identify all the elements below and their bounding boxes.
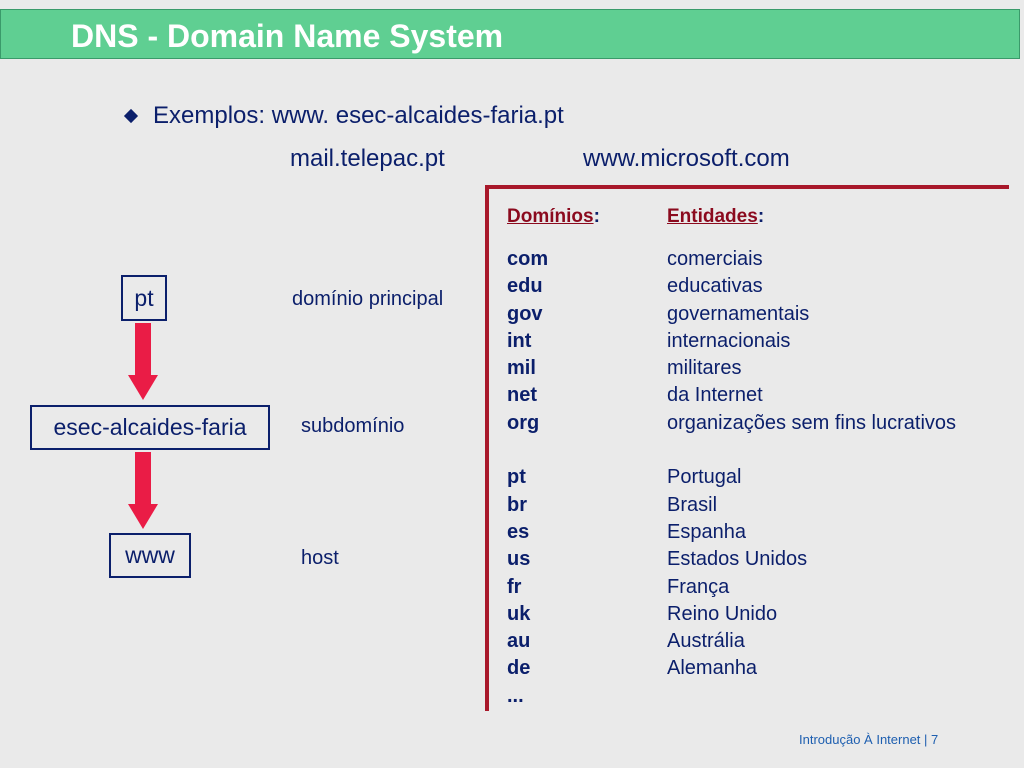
slide-title: DNS - Domain Name System [71, 18, 504, 54]
table-row-domain: edu [507, 275, 543, 298]
table-row-entity: Estados Unidos [667, 548, 808, 571]
bullet-diamond-icon [123, 108, 139, 124]
table-row-domain: net [507, 384, 537, 407]
table-gap [507, 437, 548, 464]
header-entities: Entidades: [667, 206, 764, 228]
box-subdomain-label: esec-alcaides-faria [53, 414, 247, 440]
header-entities-colon: : [757, 206, 765, 227]
table-row-entity: internacionais [667, 329, 791, 352]
examples-line: Exemplos: www. esec-alcaides-faria.pt [153, 102, 564, 129]
table-row-entity: governamentais [667, 302, 810, 325]
box-subdomain: esec-alcaides-faria [30, 405, 270, 450]
table-gap [667, 437, 956, 464]
table-row-entity: Brasil [667, 493, 718, 516]
table-row-domain: gov [507, 302, 543, 325]
arrow-down-icon [135, 323, 151, 375]
entities-column: comerciais educativas governamentais int… [667, 246, 956, 683]
table-row-domain: au [507, 630, 531, 653]
label-subdomain: subdomínio [301, 415, 405, 437]
table-row-entity: da Internet [667, 384, 763, 407]
table-row-domain: us [507, 548, 531, 571]
box-pt-label: pt [134, 284, 154, 311]
table-row-entity: Espanha [667, 520, 746, 543]
arrow-down-icon [135, 452, 151, 504]
label-host: host [301, 547, 339, 569]
table-row-entity: Alemanha [667, 657, 758, 680]
table-row-ellipsis: ... [507, 684, 524, 707]
table-row-domain: int [507, 329, 532, 352]
example-mail: mail.telepac.pt [290, 145, 445, 172]
table-row-entity: comerciais [667, 248, 763, 270]
table-row-domain: com [507, 248, 549, 270]
table-row-entity: Reino Unido [667, 602, 778, 625]
label-main-domain: domínio principal [292, 288, 444, 310]
table-row-domain: es [507, 520, 530, 543]
slide-footer: Introdução À Internet | 7 [799, 732, 939, 747]
table-top-rule [485, 185, 1009, 189]
table-row-entity: militares [667, 357, 742, 380]
arrow-head-icon [128, 504, 158, 529]
table-left-rule [485, 187, 489, 711]
domains-column: com edu gov int mil net org pt br es us … [507, 246, 548, 710]
table-row-domain: mil [507, 357, 536, 380]
table-row-domain: pt [507, 466, 526, 489]
example-microsoft: www.microsoft.com [583, 145, 790, 172]
table-row-entity: educativas [667, 275, 763, 298]
title-bar: DNS - Domain Name System [0, 9, 1020, 59]
table-row-entity: França [667, 575, 730, 598]
header-domains: Domínios: [507, 206, 600, 228]
table-row-domain: uk [507, 602, 531, 625]
arrow-head-icon [128, 375, 158, 400]
table-row-entity: Austrália [667, 630, 745, 653]
box-www: www [109, 533, 191, 578]
box-pt: pt [121, 275, 167, 321]
table-row-domain: de [507, 657, 531, 680]
box-www-label: www [125, 542, 175, 568]
header-domains-colon: : [593, 206, 600, 227]
table-row-domain: fr [507, 575, 522, 598]
table-row-domain: br [507, 493, 527, 516]
table-row-entity: organizações sem fins lucrativos [667, 411, 957, 434]
table-row-entity: Portugal [667, 466, 742, 489]
header-domains-text: Domínios [507, 206, 594, 227]
header-entities-text: Entidades [667, 206, 758, 227]
table-row-domain: org [507, 411, 540, 434]
